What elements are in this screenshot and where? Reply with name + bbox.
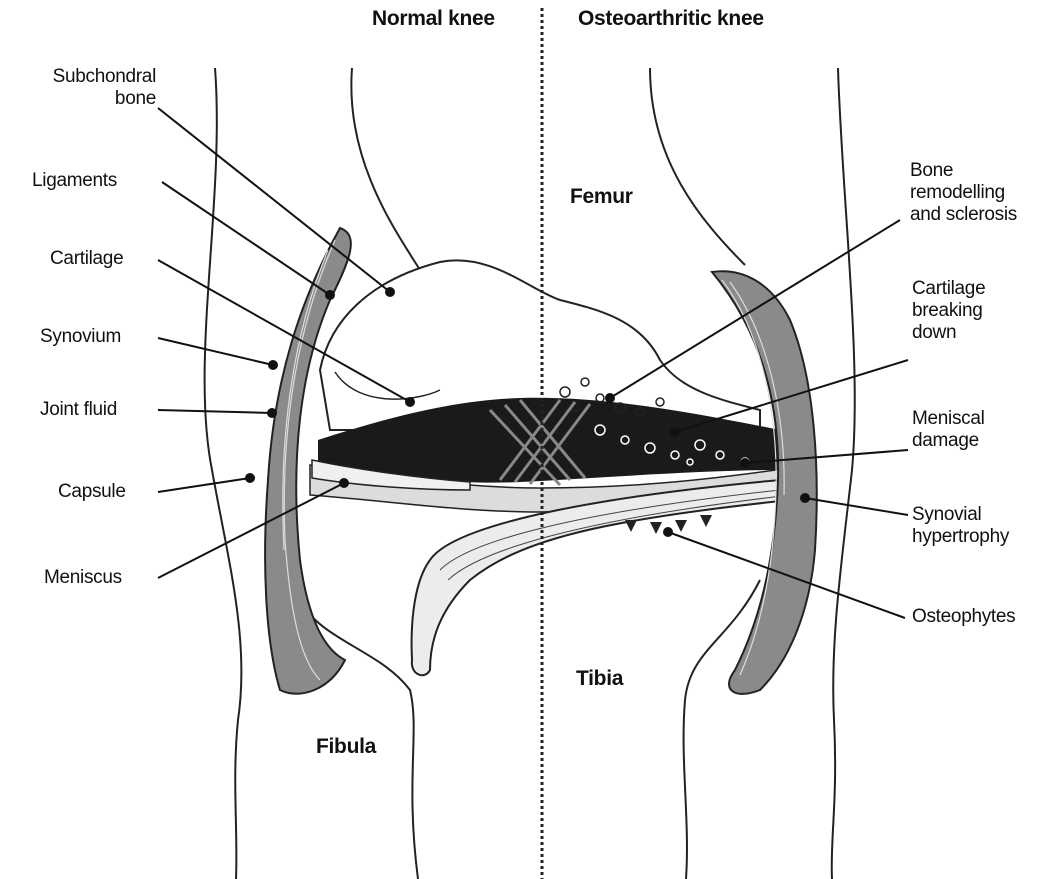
label-meniscal-line2: damage	[912, 430, 985, 452]
label-subchondral-line2: bone	[6, 88, 156, 110]
label-cartilage-right-line1: Cartilage	[912, 278, 985, 300]
label-subchondral-bone: Subchondral bone	[6, 66, 156, 110]
left-inner-femur	[351, 68, 420, 270]
label-synovial-hypertrophy: Synovial hypertrophy	[912, 504, 1009, 548]
label-joint-fluid: Joint fluid	[40, 399, 117, 421]
label-synovial-line2: hypertrophy	[912, 526, 1009, 548]
right-outer-skin	[832, 68, 855, 879]
label-synovial-line1: Synovial	[912, 504, 1009, 526]
label-bone-line2: remodelling	[910, 182, 1017, 204]
label-osteophytes: Osteophytes	[912, 606, 1015, 628]
label-cartilage-right-line3: down	[912, 322, 985, 344]
label-cartilage-breaking-down: Cartilage breaking down	[912, 278, 985, 344]
label-meniscal-line1: Meniscal	[912, 408, 985, 430]
right-inner-tibia	[684, 580, 760, 879]
label-bone-remodelling: Bone remodelling and sclerosis	[910, 160, 1017, 226]
label-meniscal-damage: Meniscal damage	[912, 408, 985, 452]
region-femur: Femur	[570, 186, 633, 208]
label-synovium: Synovium	[40, 326, 121, 348]
left-outer-skin	[205, 68, 242, 879]
label-capsule: Capsule	[58, 481, 126, 503]
label-bone-line1: Bone	[910, 160, 1017, 182]
label-bone-line3: and sclerosis	[910, 204, 1017, 226]
label-ligaments: Ligaments	[32, 170, 117, 192]
header-normal-knee: Normal knee	[372, 8, 495, 30]
label-cartilage-right-line2: breaking	[912, 300, 985, 322]
label-subchondral-line1: Subchondral	[6, 66, 156, 88]
header-osteoarthritic-knee: Osteoarthritic knee	[578, 8, 764, 30]
label-cartilage-left: Cartilage	[50, 248, 123, 270]
right-inner-femur	[650, 68, 745, 265]
label-meniscus: Meniscus	[44, 567, 122, 589]
region-tibia: Tibia	[576, 668, 623, 690]
region-fibula: Fibula	[316, 736, 376, 758]
